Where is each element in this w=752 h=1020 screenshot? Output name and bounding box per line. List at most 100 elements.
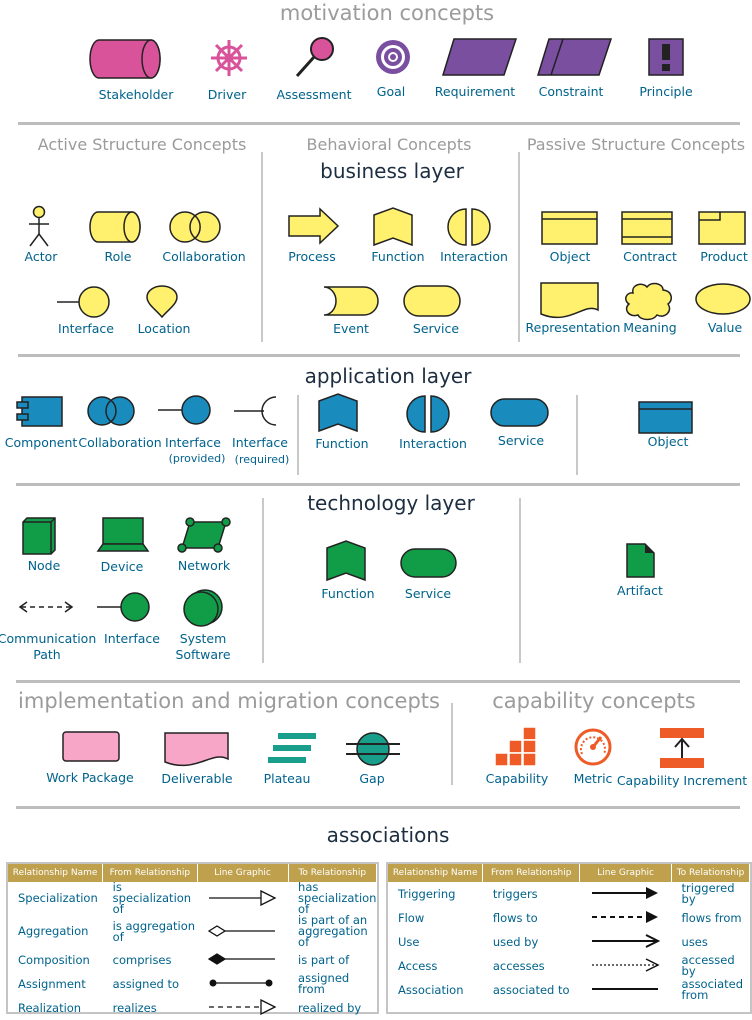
event-icon — [323, 286, 379, 316]
column-divider — [262, 498, 264, 663]
table-header-graphic: Line Graphic — [579, 864, 673, 882]
application-layer-title: application layer — [304, 364, 472, 388]
technology-label-system: System — [179, 631, 227, 646]
constraint-icon — [536, 38, 613, 76]
motivation-label-requirement: Requirement — [434, 84, 516, 99]
flow-line-graphic — [580, 906, 672, 930]
system-software-icon — [183, 589, 223, 627]
location-icon — [146, 285, 178, 319]
deliverable-icon — [164, 732, 229, 767]
associations-table-left: Relationship Name From Relationship Line… — [8, 864, 378, 1020]
relationship-from: associated to — [492, 982, 570, 997]
table-header-from: From Relationship — [482, 864, 581, 882]
product-icon — [698, 211, 746, 245]
relationship-name: Use — [398, 934, 420, 949]
relationship-from: comprises — [112, 952, 172, 967]
divider — [16, 680, 740, 683]
associations-table-right: Relationship Name From Relationship Line… — [388, 864, 750, 1002]
technology-label-network: Network — [177, 558, 231, 573]
relationship-from: assigned to — [112, 976, 180, 991]
implementation-label-deliverable: Deliverable — [161, 771, 233, 786]
specialization-line-graphic — [197, 882, 288, 915]
business-label-service: Service — [412, 321, 460, 336]
interface-icon — [97, 592, 150, 622]
service-icon — [403, 285, 461, 317]
divider — [16, 806, 740, 809]
relationship-name: Assignment — [18, 976, 86, 991]
relationship-to: triggered by — [681, 881, 735, 906]
implementation-label-work-package: Work Package — [46, 770, 134, 785]
technology-layer-title: technology layer — [307, 491, 475, 515]
associations-table-left-frame — [6, 862, 379, 1014]
network-icon — [177, 517, 231, 553]
service-icon — [490, 398, 549, 427]
business-label-role: Role — [104, 249, 132, 264]
relationship-from: used by — [492, 934, 539, 949]
application-label-object: Object — [647, 434, 689, 449]
relationship-name: Specialization — [18, 891, 98, 905]
relationship-to: associated from — [681, 977, 744, 1002]
table-header-graphic: Line Graphic — [197, 864, 289, 882]
business-label-representation: Representation — [525, 320, 621, 335]
technology-label-device: Device — [100, 559, 144, 574]
business-label-process: Process — [288, 249, 336, 264]
service-icon — [400, 548, 457, 578]
relationship-to: assigned from — [298, 971, 350, 996]
relationship-to: has specialization of — [298, 880, 377, 916]
capability-increment-icon — [660, 728, 704, 768]
artifact-icon — [626, 543, 655, 578]
motivation-label-principle: Principle — [639, 84, 693, 99]
table-header-name: Relationship Name — [388, 864, 484, 882]
relationship-name: Association — [398, 982, 464, 997]
table-header-from: From Relationship — [102, 864, 198, 882]
motivation-label-assessment: Assessment — [276, 87, 352, 102]
motivation-title: motivation concepts — [279, 1, 495, 25]
divider — [18, 122, 740, 125]
interface-required-icon — [234, 396, 277, 426]
business-label-product: Product — [700, 249, 748, 264]
table-row: Composition comprises is part of — [8, 948, 377, 972]
aggregation-line-graphic — [197, 915, 288, 948]
business-label-object: Object — [549, 249, 591, 264]
column-divider — [518, 152, 520, 342]
relationship-to: realized by — [298, 1000, 362, 1015]
value-icon — [695, 283, 751, 315]
relationship-name: Triggering — [398, 886, 456, 901]
assignment-line-graphic — [197, 972, 288, 996]
driver-icon — [211, 40, 247, 76]
relationship-from: accesses — [492, 958, 545, 973]
work-package-icon — [62, 731, 120, 762]
business-label-interaction: Interaction — [440, 249, 508, 264]
metric-icon — [574, 728, 612, 766]
application-label-service: Service — [497, 433, 545, 448]
principle-icon — [648, 38, 684, 76]
application-label-collaboration: Collaboration — [78, 435, 162, 450]
table-row: Flow flows to flows from — [388, 906, 750, 930]
business-label-actor: Actor — [24, 249, 58, 264]
motivation-label-stakeholder: Stakeholder — [98, 87, 174, 102]
composition-line-graphic — [197, 948, 288, 972]
plateau-icon — [268, 733, 316, 763]
divider — [16, 483, 740, 486]
relationship-from: triggers — [492, 886, 538, 901]
motivation-label-driver: Driver — [207, 87, 247, 102]
divider — [18, 354, 740, 357]
capability-label-capability: Capability — [485, 771, 549, 786]
device-icon — [96, 517, 150, 552]
column-divider — [261, 152, 263, 342]
interface-icon — [57, 286, 110, 318]
associations-table-right-frame — [386, 862, 752, 1014]
relationship-to: flows from — [681, 910, 742, 925]
relationship-from: is aggregation of — [112, 918, 196, 944]
process-icon — [288, 207, 340, 245]
realization-line-graphic — [197, 996, 288, 1020]
actor-icon — [29, 205, 49, 247]
implementation-title: implementation and migration concepts — [18, 689, 440, 713]
goal-icon — [376, 40, 410, 74]
relationship-name: Composition — [18, 952, 90, 967]
table-row: Assignment assigned to assigned from — [8, 972, 377, 996]
application-label-provided: (provided) — [168, 452, 226, 465]
business-label-event: Event — [333, 321, 369, 336]
capability-label-metric: Metric — [573, 771, 613, 786]
interaction-icon — [447, 208, 491, 246]
